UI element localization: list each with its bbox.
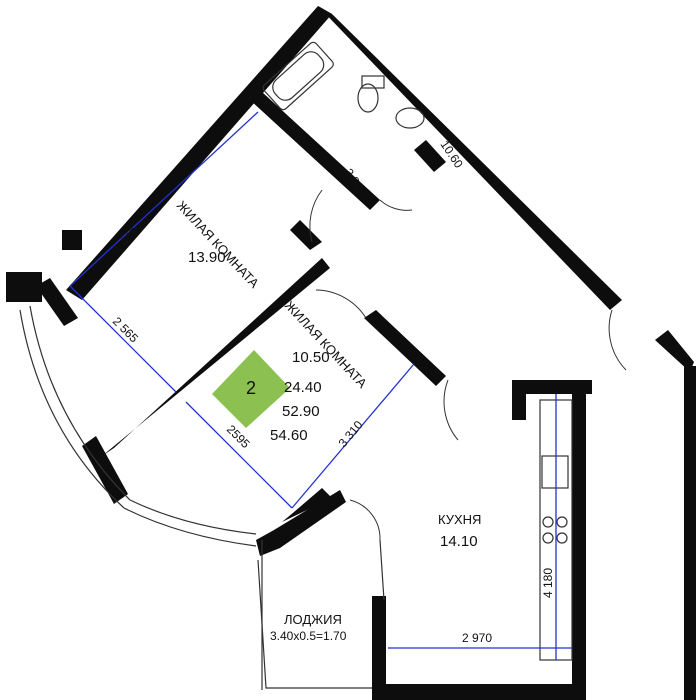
wall-room-divider: [102, 258, 330, 456]
summary-block: 2 24.40 52.90 54.60: [212, 350, 322, 444]
kitchen-stove: [542, 516, 568, 544]
living1-area: 13.90: [188, 249, 226, 266]
wall-southwest: [256, 490, 346, 556]
toilet: [357, 75, 385, 113]
dim-2595: 2595: [224, 422, 253, 451]
loggia-name: ЛОДЖИЯ: [284, 612, 342, 627]
dim-2970: 2 970: [462, 631, 492, 645]
bath-sink: [395, 107, 425, 129]
bay-window-inner: [29, 305, 131, 501]
loggia-rail: [257, 559, 372, 689]
door-bath: [379, 199, 413, 211]
wall-bay-bottom: [82, 436, 128, 504]
bathtub: [262, 41, 334, 111]
living2-name: ЖИЛАЯ КОМНАТА: [282, 298, 370, 391]
wall-bay-top: [6, 272, 42, 302]
wall-hall-stub: [414, 140, 446, 172]
loggia-door-line: [379, 539, 385, 601]
interior-walls: [102, 92, 446, 522]
dim-line-3310: [291, 363, 415, 509]
wall-corridor: [364, 310, 446, 386]
dim-line-4445: [69, 111, 259, 287]
rooms-count-badge: [212, 350, 290, 428]
kitchen-name: КУХНЯ: [438, 512, 481, 527]
wall-northwest: [66, 6, 332, 300]
wall-bay-inner: [36, 278, 78, 326]
dimension-lines: [69, 111, 572, 660]
living2-area: 10.50: [292, 349, 330, 366]
kitchen-area: 14.10: [440, 533, 478, 550]
wall-bath-bottom: [250, 92, 380, 210]
wall-south: [372, 684, 586, 700]
total-area: 52.90: [282, 403, 320, 420]
wall-door-jamb: [290, 220, 322, 250]
dim-line-2565: [69, 285, 177, 393]
wall-east: [684, 366, 696, 700]
living1-name: ЖИЛАЯ КОМНАТА: [174, 198, 262, 291]
dim-line-2595: [185, 401, 293, 509]
door-kitchen: [443, 379, 459, 441]
living-area-total: 24.40: [284, 379, 322, 396]
wall-kitchen-top: [512, 380, 592, 394]
bay-window-bottom: [123, 507, 257, 547]
kitchen-sink: [541, 455, 569, 489]
door-living1: [309, 189, 323, 243]
total-area-with-loggia: 54.60: [270, 427, 308, 444]
wall-bedroom2-bottom: [282, 488, 332, 522]
door-loggia: [349, 499, 381, 541]
dimension-labels: 4 445 2 565 2595 3 310 4 180 2 970: [110, 225, 555, 645]
wall-loggia-divider: [372, 596, 386, 700]
rooms-count: 2: [246, 378, 256, 398]
door-living2: [315, 289, 367, 319]
dim-3310: 3 310: [336, 418, 366, 450]
wall-corner-block: [62, 230, 82, 250]
bay-window-bottom-inner: [129, 499, 257, 535]
loggia-area: 3.40x0.5=1.70: [270, 629, 347, 643]
outer-walls: [6, 6, 696, 700]
doors: [309, 189, 627, 541]
wall-kitchen-pillar: [512, 380, 526, 420]
wall-east-stub: [655, 330, 694, 372]
wall-northeast: [318, 6, 622, 310]
wall-kitchen-right: [572, 394, 586, 700]
dim-4180: 4 180: [541, 568, 555, 598]
door-entrance: [608, 309, 627, 371]
windows: [19, 305, 385, 690]
bay-window-outer: [19, 309, 125, 509]
